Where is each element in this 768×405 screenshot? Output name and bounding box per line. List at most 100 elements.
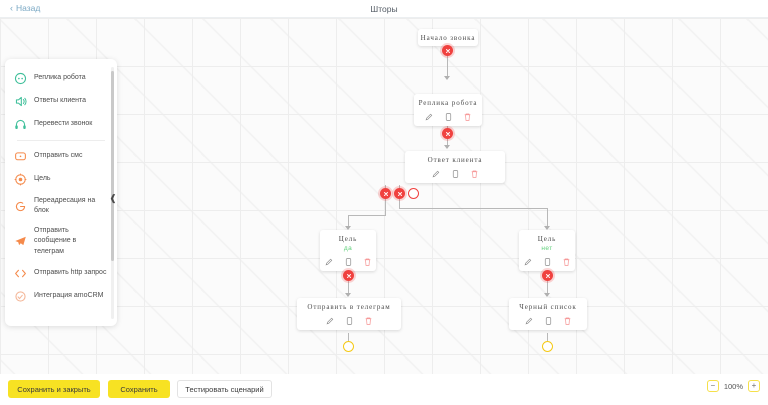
flow-node-client-answer[interactable]: Ответ клиента: [405, 151, 505, 183]
copy-icon[interactable]: [543, 257, 552, 267]
edge-arrow: [544, 226, 550, 230]
zoom-level-label: 100%: [723, 381, 743, 391]
sidebar-item-label: Интеграция amoCRM: [34, 292, 104, 300]
badge-remove-goal-yes-edge[interactable]: [343, 270, 354, 281]
pencil-icon[interactable]: [425, 112, 434, 122]
trash-icon[interactable]: [470, 169, 479, 179]
blocks-sidebar[interactable]: Реплика робота Ответы клиента Перевести …: [5, 59, 117, 326]
close-icon: [383, 191, 388, 196]
sidebar-item-label: Ответы клиента: [34, 97, 87, 105]
badge-add-branch[interactable]: [408, 188, 419, 199]
sidebar-item-label: Отправить сообщение в телеграм: [34, 227, 77, 255]
sidebar-item-label: Переадресация на блок: [34, 197, 96, 215]
flow-node-goal-no[interactable]: Цель нет: [519, 230, 575, 271]
copy-icon[interactable]: [345, 316, 354, 326]
robot-reply-icon: [14, 72, 27, 85]
trash-icon[interactable]: [562, 257, 571, 267]
sidebar-scrollbar-thumb[interactable]: [111, 71, 114, 261]
sidebar-item-send-http-request[interactable]: Отправить http запрос: [5, 262, 117, 285]
copy-icon[interactable]: [451, 169, 460, 179]
sidebar-item-label: Отправить смс: [34, 152, 83, 160]
pencil-icon[interactable]: [325, 257, 334, 267]
edge-to-goal-yes-h: [348, 215, 386, 216]
badge-telegram-endpoint[interactable]: [343, 341, 354, 352]
target-icon: [14, 173, 27, 186]
sidebar-item-redirect-to-block[interactable]: Переадресация на блок: [5, 191, 117, 221]
sidebar-item-client-answer[interactable]: Ответы клиента: [5, 90, 117, 113]
sidebar-item-label: Цель: [34, 175, 51, 183]
edge-arrow: [544, 293, 550, 297]
client-answer-icon: [14, 95, 27, 108]
sidebar-item-send-sms[interactable]: Отправить смс: [5, 145, 117, 168]
headset-icon: [14, 118, 27, 131]
trash-icon[interactable]: [363, 257, 372, 267]
edge-to-goal-no-h: [399, 208, 547, 209]
badge-remove-goal-no-edge[interactable]: [542, 270, 553, 281]
flow-node-robot-reply[interactable]: Реплика робота: [414, 94, 482, 126]
test-scenario-button[interactable]: Тестировать сценарий: [177, 380, 272, 398]
save-button[interactable]: Сохранить: [108, 380, 170, 398]
node-title: Цель: [338, 235, 358, 243]
close-icon: [445, 48, 450, 53]
redirect-icon: [14, 200, 27, 213]
bottom-toolbar: Сохранить и закрыть Сохранить Тестироват…: [0, 374, 768, 405]
node-title: Цель: [537, 235, 557, 243]
flow-canvas[interactable]: Начало звонка Реплика робота Ответ клиен…: [0, 18, 768, 386]
top-bar: ‹ Назад Шторы: [0, 0, 768, 18]
node-subtitle: да: [343, 245, 353, 252]
zoom-controls: − 100% +: [706, 380, 760, 392]
sidebar-item-amocrm-integration[interactable]: Интеграция amoCRM: [5, 285, 117, 308]
trash-icon[interactable]: [463, 112, 472, 122]
flow-node-blacklist[interactable]: Черный список: [509, 298, 587, 330]
sidebar-item-send-telegram[interactable]: Отправить сообщение в телеграм: [5, 221, 117, 261]
sidebar-collapse-button[interactable]: ❰: [108, 190, 118, 206]
amocrm-icon: [14, 290, 27, 303]
save-and-close-button[interactable]: Сохранить и закрыть: [8, 380, 100, 398]
code-icon: [14, 267, 27, 280]
edge-blacklist-to-end: [547, 333, 548, 342]
pencil-icon[interactable]: [326, 316, 335, 326]
sidebar-item-label: Отправить http запрос: [34, 269, 107, 277]
node-actions: [432, 169, 479, 179]
badge-remove-start-edge[interactable]: [442, 45, 453, 56]
edge-arrow: [444, 145, 450, 149]
copy-icon[interactable]: [444, 112, 453, 122]
close-icon: [397, 191, 402, 196]
node-actions: [326, 316, 373, 326]
close-icon: [445, 131, 450, 136]
edge-branch-left-stem: [385, 185, 386, 216]
badge-blacklist-endpoint[interactable]: [542, 341, 553, 352]
flow-node-goal-yes[interactable]: Цель да: [320, 230, 376, 271]
close-icon: [545, 273, 550, 278]
minus-icon[interactable]: −: [706, 380, 719, 392]
sidebar-item-label: Реплика робота: [34, 74, 86, 82]
badge-remove-branch-1[interactable]: [380, 188, 391, 199]
sidebar-item-label: Перевести звонок: [34, 120, 93, 128]
sidebar-item-goal[interactable]: Цель: [5, 168, 117, 191]
edge-to-goal-yes-v: [348, 215, 349, 228]
plus-icon[interactable]: +: [748, 380, 760, 392]
flow-node-start[interactable]: Начало звонка: [418, 29, 478, 46]
back-button[interactable]: ‹ Назад: [10, 3, 40, 13]
sidebar-item-robot-reply[interactable]: Реплика робота: [5, 67, 117, 90]
flow-node-send-telegram[interactable]: Отправить в телеграм: [297, 298, 401, 330]
pencil-icon[interactable]: [432, 169, 441, 179]
pencil-icon[interactable]: [524, 257, 533, 267]
back-button-label: Назад: [16, 3, 41, 13]
node-actions: [325, 257, 372, 267]
badge-remove-robot-reply-edge[interactable]: [442, 128, 453, 139]
pencil-icon[interactable]: [525, 316, 534, 326]
sidebar-item-transfer-call[interactable]: Перевести звонок: [5, 113, 117, 136]
copy-icon[interactable]: [544, 316, 553, 326]
edge-goal-yes-to-telegram: [348, 268, 349, 296]
sms-icon: [14, 150, 27, 163]
node-actions: [425, 112, 472, 122]
edge-telegram-to-end: [348, 333, 349, 342]
chevron-left-icon: ❰: [109, 192, 117, 203]
copy-icon[interactable]: [344, 257, 353, 267]
node-actions: [525, 316, 572, 326]
edge-arrow: [444, 76, 450, 80]
trash-icon[interactable]: [563, 316, 572, 326]
badge-remove-branch-2[interactable]: [394, 188, 405, 199]
trash-icon[interactable]: [364, 316, 373, 326]
